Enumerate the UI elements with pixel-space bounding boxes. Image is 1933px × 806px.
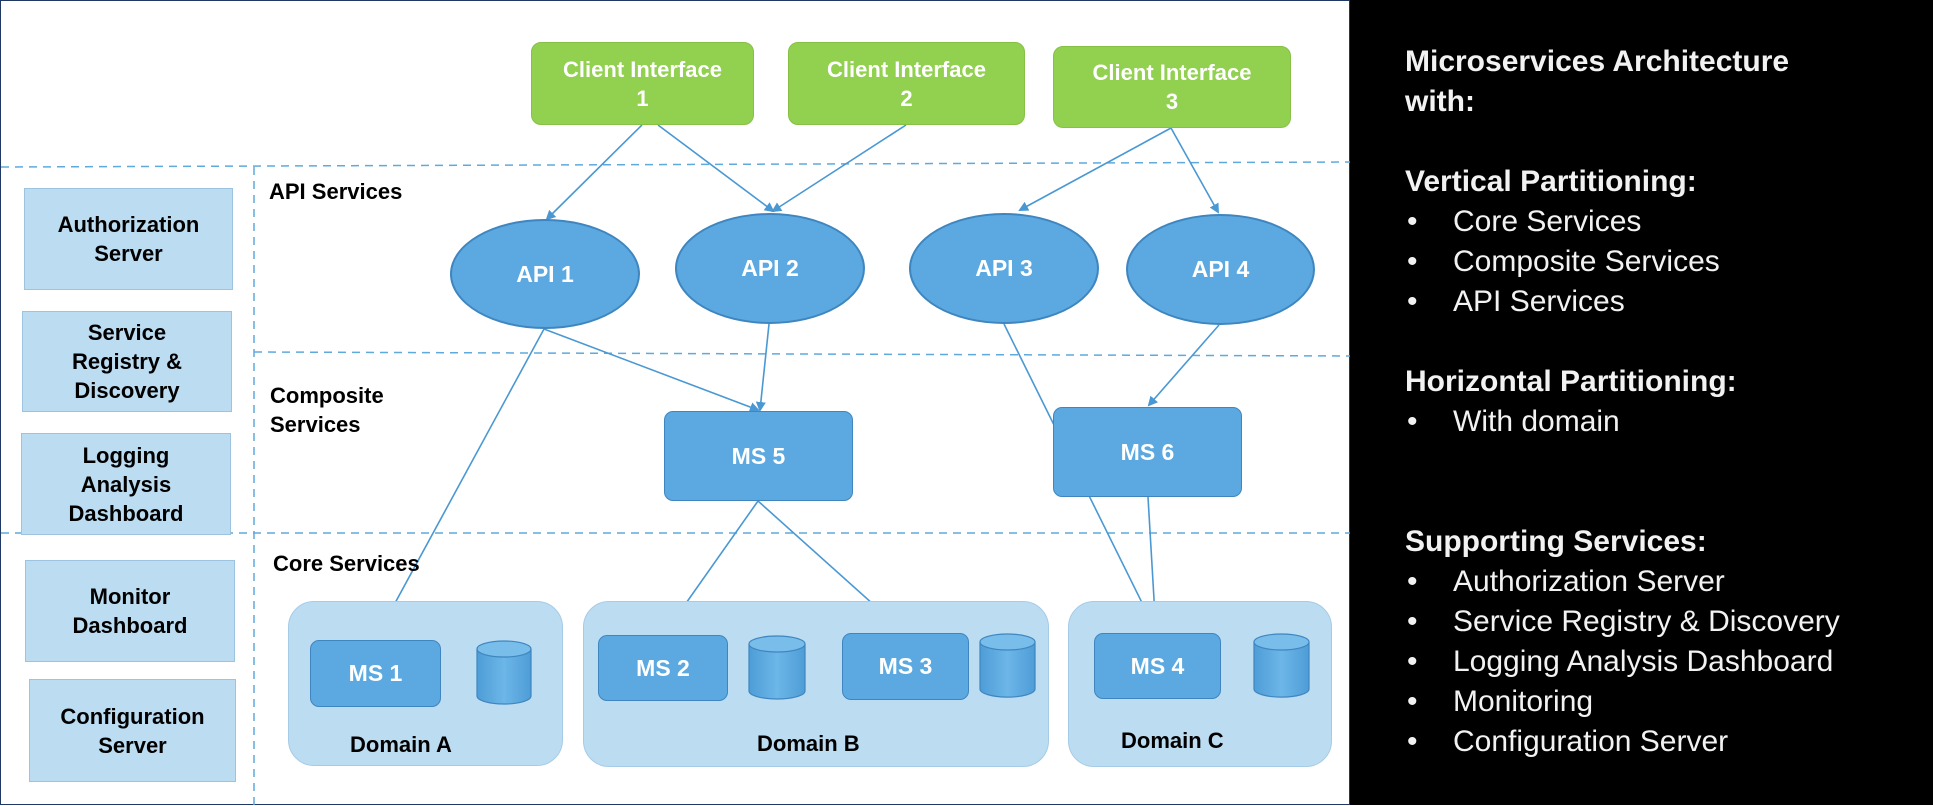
- domain-c-database-icon: [1253, 633, 1310, 698]
- client-interface-3: Client Interface 3: [1053, 46, 1291, 128]
- horizontal-partitioning-heading: Horizontal Partitioning:: [1405, 365, 1737, 398]
- logging-analysis-label: Logging Analysis Dashboard: [68, 442, 184, 526]
- service-registry-box: Service Registry & Discovery: [22, 311, 232, 412]
- ms-6-node: MS 6: [1053, 407, 1242, 497]
- list-item: Service Registry & Discovery: [1405, 602, 1865, 642]
- monitor-dashboard-box: Monitor Dashboard: [25, 560, 235, 662]
- api-layer-top-line: [1, 161, 1351, 168]
- vertical-partitioning-list: Core Services Composite Services API Ser…: [1405, 202, 1865, 322]
- list-item: Composite Services: [1405, 242, 1865, 282]
- list-item: With domain: [1405, 402, 1865, 442]
- client1-to-api1-connector: [545, 124, 643, 221]
- horizontal-partitioning-list: With domain: [1405, 402, 1865, 442]
- supporting-services-heading: Supporting Services:: [1405, 525, 1707, 558]
- client-interface-2: Client Interface 2: [788, 42, 1025, 125]
- configuration-server-label: Configuration Server: [60, 703, 205, 758]
- api-1-node: API 1: [450, 219, 640, 329]
- domain-b-database-2-icon: [979, 633, 1036, 698]
- list-item: Authorization Server: [1405, 562, 1865, 602]
- configuration-server-box: Configuration Server: [29, 679, 236, 782]
- api4-to-ms6-connector: [1147, 324, 1220, 407]
- api1-to-ms5-connector: [543, 328, 760, 412]
- client-interface-1-label: Client Interface 1: [563, 56, 722, 111]
- ms-1-node: MS 1: [310, 640, 441, 707]
- logging-analysis-box: Logging Analysis Dashboard: [21, 433, 231, 535]
- authorization-server-box: Authorization Server: [24, 188, 233, 290]
- panel-title: Microservices Architecture with:: [1405, 45, 1790, 118]
- list-item: Logging Analysis Dashboard: [1405, 642, 1865, 682]
- list-item: Monitoring: [1405, 682, 1865, 722]
- api-services-label: API Services: [269, 179, 403, 204]
- client-interface-3-label: Client Interface 3: [1092, 60, 1252, 114]
- domain-b-database-1-icon: [748, 635, 806, 700]
- composite-layer-top-line: [253, 351, 1351, 357]
- domain-a-database-icon: [476, 640, 532, 705]
- authorization-server-label: Authorization Server: [57, 212, 200, 266]
- api-3-node: API 3: [909, 213, 1099, 324]
- client-interface-1: Client Interface 1: [531, 42, 754, 125]
- ms-2-node: MS 2: [598, 635, 728, 701]
- api2-to-ms5-connector: [755, 323, 770, 412]
- client3-to-api3-connector: [1018, 127, 1172, 211]
- diagram-canvas: API Services Composite Services Core Ser…: [0, 0, 1351, 806]
- list-item: Core Services: [1405, 202, 1865, 242]
- service-registry-label: Service Registry & Discovery: [71, 320, 183, 403]
- client1-to-api2-connector: [657, 124, 775, 213]
- api-4-node: API 4: [1126, 214, 1315, 325]
- ms-5-node: MS 5: [664, 411, 853, 501]
- supporting-services-list: Authorization Server Service Registry & …: [1405, 562, 1865, 762]
- api1-to-ms1-connector: [375, 328, 545, 640]
- api-2-node: API 2: [675, 213, 865, 324]
- ms-4-node: MS 4: [1094, 633, 1221, 699]
- monitor-dashboard-label: Monitor Dashboard: [72, 584, 188, 638]
- client3-to-api4-connector: [1170, 127, 1219, 214]
- core-services-label: Core Services: [273, 551, 420, 576]
- connectors: [375, 124, 1254, 678]
- domain-a-label: Domain A: [350, 732, 452, 757]
- client2-to-api2-connector: [771, 124, 907, 213]
- vertical-partitioning-heading: Vertical Partitioning:: [1405, 165, 1697, 198]
- ms-3-node: MS 3: [842, 633, 969, 700]
- domain-b-label: Domain B: [757, 731, 860, 756]
- list-item: API Services: [1405, 282, 1865, 322]
- list-item: Configuration Server: [1405, 722, 1865, 762]
- domain-c-label: Domain C: [1121, 728, 1224, 753]
- explanation-panel-content: Microservices Architecture with: Vertica…: [1405, 42, 1865, 762]
- client-interface-2-label: Client Interface 2: [827, 56, 986, 111]
- composite-services-label: Composite Services: [270, 383, 384, 437]
